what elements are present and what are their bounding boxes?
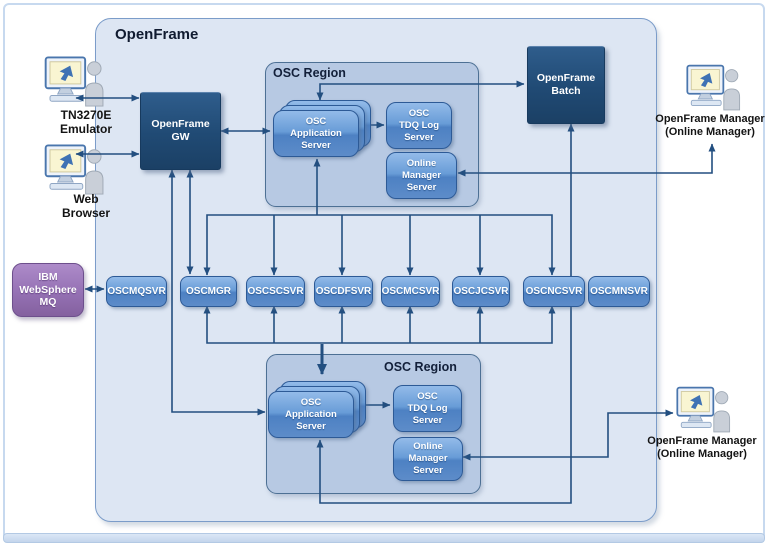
oscmgr-node: OSCMGR: [180, 276, 237, 307]
oscmnsvr-node: OSCMNSVR: [588, 276, 650, 307]
openframe-batch-node: OpenFrame Batch: [527, 46, 605, 124]
oscjcsvr-node: OSCJCSVR: [452, 276, 510, 307]
ibm-websphere-mq-node: IBM WebSphere MQ: [12, 263, 84, 317]
openframe-title: OpenFrame: [115, 26, 199, 43]
online-manager-server-bottom-node: Online Manager Server: [393, 437, 463, 481]
openframe-manager-top-label: OpenFrame Manager (Online Manager): [655, 113, 765, 138]
osc-application-server-top-node: OSC Application Server: [273, 110, 359, 157]
oscmcsvr-node: OSCMCSVR: [381, 276, 440, 307]
web-browser-label: Web Browser: [61, 192, 111, 220]
openframe-gw-node: OpenFrame GW: [140, 92, 221, 170]
oscncsvr-node: OSCNCSVR: [523, 276, 585, 307]
openframe-manager-bottom-label: OpenFrame Manager (Online Manager): [647, 435, 757, 460]
oscdfsvr-node: OSCDFSVR: [314, 276, 373, 307]
osc-tdq-log-server-top-node: OSC TDQ Log Server: [386, 102, 452, 149]
osc-region-bottom-title: OSC Region: [384, 360, 457, 374]
tn3270e-emulator-label: TN3270E Emulator: [59, 108, 112, 136]
oscscsvr-node: OSCSCSVR: [246, 276, 305, 307]
osc-tdq-log-server-bottom-node: OSC TDQ Log Server: [393, 385, 462, 432]
osc-application-server-bottom-node: OSC Application Server: [268, 391, 354, 438]
online-manager-server-top-node: Online Manager Server: [386, 152, 457, 199]
osc-region-top-title: OSC Region: [273, 66, 346, 80]
oscmqsvr-node: OSCMQSVR: [106, 276, 167, 307]
